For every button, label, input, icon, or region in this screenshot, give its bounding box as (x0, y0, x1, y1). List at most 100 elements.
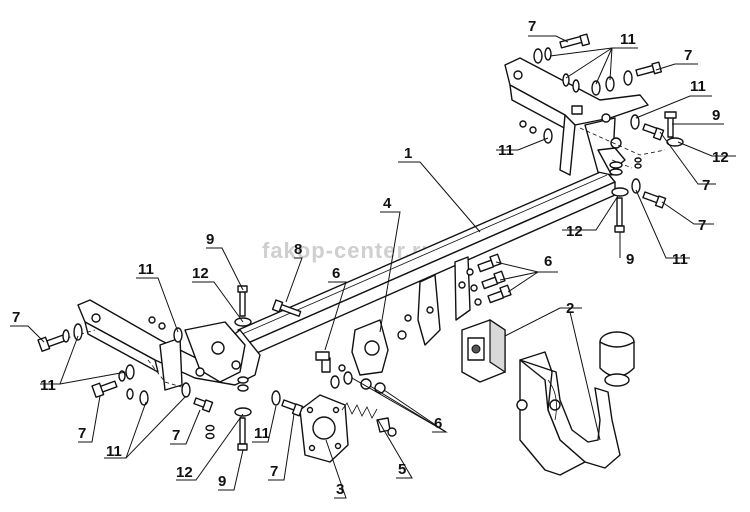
callout-11: 11 (690, 78, 706, 95)
washer (611, 187, 629, 197)
callout-11: 11 (498, 142, 514, 159)
nut (360, 378, 372, 390)
washer (125, 364, 135, 380)
bolt (271, 299, 302, 317)
washer (234, 407, 252, 417)
callout-labels: 7 11 7 11 9 12 7 11 1 7 12 9 11 4 6 2 6 … (12, 18, 729, 498)
nut (609, 161, 623, 169)
washer (544, 47, 552, 61)
callout-7: 7 (702, 177, 710, 194)
nut (237, 376, 249, 384)
washer (330, 375, 340, 389)
nut (205, 424, 215, 432)
socket-plate (299, 394, 349, 463)
bolt (642, 123, 665, 141)
washer (73, 323, 83, 341)
callout-1: 1 (404, 145, 412, 162)
callout-7: 7 (78, 425, 86, 442)
bolt (642, 191, 667, 209)
washer (572, 79, 580, 93)
electrical-socket (461, 318, 506, 383)
callout-7: 7 (528, 18, 536, 35)
bolt-head (664, 111, 677, 119)
nut (474, 298, 482, 306)
washer (343, 371, 353, 385)
callout-5: 5 (398, 461, 406, 478)
washer (139, 390, 149, 406)
washer (623, 70, 633, 86)
callout-11: 11 (620, 31, 636, 48)
callout-12: 12 (176, 464, 193, 481)
bolt (239, 289, 246, 317)
nut (158, 322, 166, 330)
washer (173, 327, 183, 343)
washer (271, 390, 281, 406)
callout-9: 9 (712, 107, 720, 124)
callout-4: 4 (383, 195, 392, 212)
nut (205, 432, 215, 440)
bolt-head (237, 443, 248, 451)
nut (237, 384, 249, 392)
callout-7: 7 (172, 427, 180, 444)
bolt (315, 351, 331, 373)
callout-12: 12 (712, 149, 729, 166)
nut (338, 364, 346, 372)
bolt (91, 380, 118, 398)
bolt (487, 284, 512, 304)
ball-mount-bracket (351, 256, 471, 376)
washer (543, 128, 553, 144)
nut (609, 168, 623, 176)
callout-11: 11 (138, 261, 154, 278)
bolt (481, 270, 506, 290)
callout-8: 8 (294, 241, 302, 258)
washer (533, 48, 543, 64)
washer (631, 178, 641, 194)
nut (529, 126, 537, 134)
callout-7: 7 (270, 463, 278, 480)
nut (148, 316, 156, 324)
left-side-bracket (59, 299, 261, 391)
bolt (239, 417, 246, 445)
callout-11: 11 (672, 251, 688, 268)
main-cross-beam (237, 169, 616, 357)
callout-7: 7 (12, 309, 20, 326)
callout-9: 9 (218, 473, 226, 490)
callout-12: 12 (566, 223, 583, 240)
nut (634, 163, 642, 169)
nut (470, 284, 478, 292)
callout-6: 6 (544, 253, 552, 270)
nut (634, 157, 642, 163)
callout-3: 3 (336, 481, 344, 498)
callout-7: 7 (698, 217, 706, 234)
callout-6: 6 (434, 415, 442, 432)
bolt (37, 334, 66, 352)
washer (126, 388, 134, 400)
washer (181, 382, 191, 398)
bolt (193, 397, 214, 413)
washer (62, 329, 70, 343)
callout-12: 12 (192, 265, 209, 282)
nut (466, 268, 474, 276)
callout-11: 11 (106, 443, 122, 460)
bolt (281, 399, 304, 417)
nut (519, 120, 527, 128)
bolt-head (614, 225, 625, 233)
bolt (477, 253, 502, 273)
bolt (616, 197, 623, 227)
callout-7: 7 (684, 47, 692, 64)
fasteners (37, 33, 684, 451)
callout-11: 11 (254, 425, 270, 442)
bolt (559, 33, 591, 49)
callout-11: 11 (40, 377, 56, 394)
washer (630, 114, 640, 130)
spring (341, 402, 397, 437)
right-side-bracket (504, 57, 666, 176)
callout-9: 9 (626, 251, 634, 268)
bolt (635, 61, 663, 77)
leader-lines (10, 35, 736, 499)
tow-ball-assembly (516, 331, 635, 476)
callout-9: 9 (206, 231, 214, 248)
callout-6: 6 (332, 265, 340, 282)
callout-2: 2 (566, 300, 574, 317)
